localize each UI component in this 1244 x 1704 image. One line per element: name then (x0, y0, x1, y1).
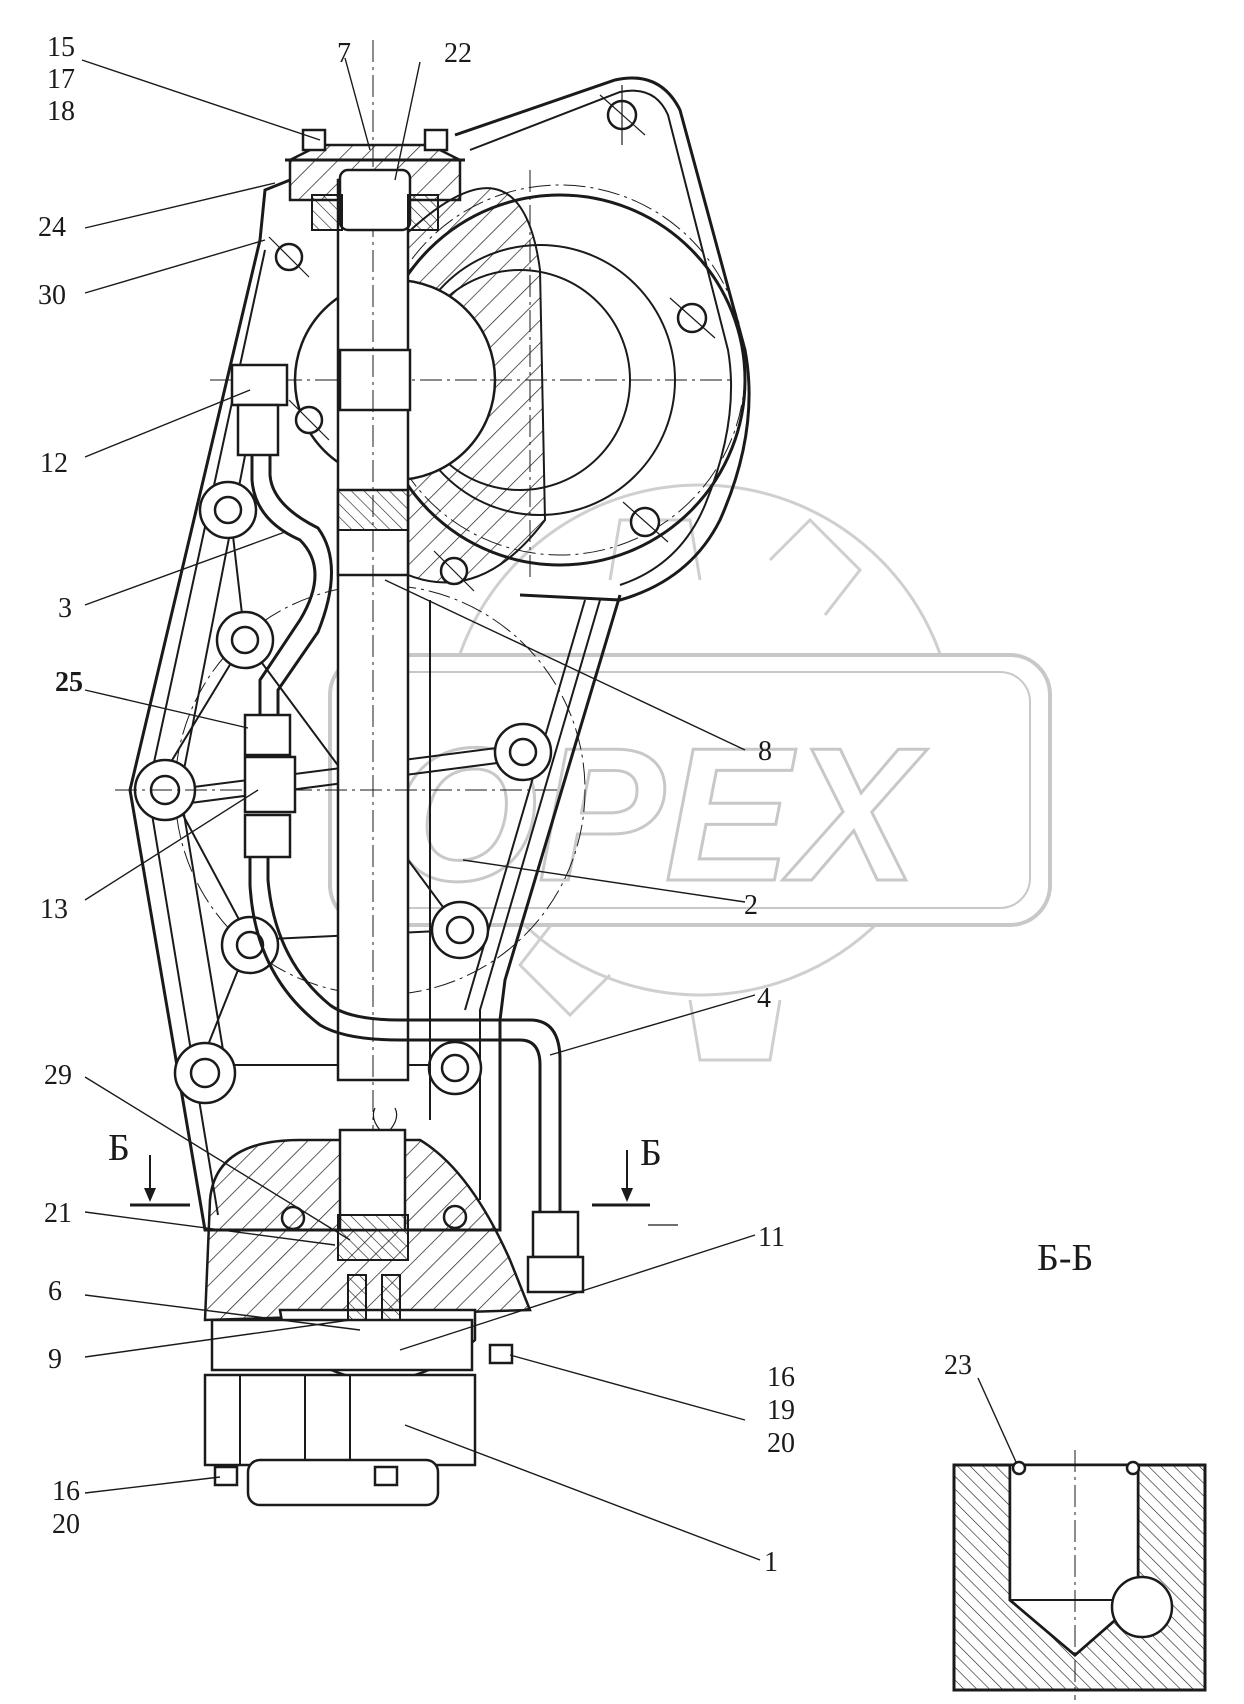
section-marker-label: Б (640, 1132, 662, 1174)
bolt-holes (133, 85, 716, 1231)
bolt-boss-icon (198, 480, 258, 540)
leader-lines (81, 57, 761, 1561)
callout-label-23: 23 (944, 1350, 972, 1381)
callout-label-16-19-20: 16 19 20 (767, 1362, 802, 1459)
callout-label-3: 3 (58, 593, 72, 624)
bolt-hole-icon (599, 85, 646, 145)
bolt-hole-icon (268, 236, 310, 278)
bolt-hole-icon (288, 399, 330, 441)
callout-label-11: 11 (758, 1222, 785, 1253)
section-view: Б-Б 23 (944, 1237, 1207, 1700)
section-title: Б-Б (1037, 1237, 1093, 1279)
callout-label-16-20: 16 20 (52, 1476, 87, 1540)
callout-label-9: 9 (48, 1344, 62, 1375)
bolt-boss-icon (430, 900, 490, 960)
lower-body (203, 1107, 532, 1507)
bolt-boss-icon (220, 915, 280, 975)
callout-label-25: 25 (55, 667, 83, 698)
bolt-hole-icon (669, 297, 716, 339)
bolt-boss-icon (173, 1041, 237, 1105)
bolt-hole-icon (622, 501, 669, 543)
callout-label-6: 6 (48, 1276, 62, 1307)
bolt-boss-icon (493, 722, 553, 782)
callout-label-15-17-18: 15 17 18 (47, 32, 82, 127)
callout-label-21: 21 (44, 1198, 72, 1229)
callout-label-2: 2 (744, 890, 758, 921)
top-cap (285, 128, 465, 232)
bolt-hole-icon (433, 550, 475, 592)
shaft (115, 40, 560, 1130)
section-marker-right: Б (592, 1132, 662, 1207)
callout-label-13: 13 (40, 894, 68, 925)
callout-label-12: 12 (40, 448, 68, 479)
watermark-text: OPEX (390, 709, 928, 921)
pipes (230, 363, 585, 1294)
section-marker-label: Б (108, 1127, 130, 1169)
callout-label-22: 22 (444, 38, 472, 69)
callout-labels: 15 17 18 7 22 24 30 12 3 25 8 13 2 4 29 … (38, 32, 802, 1578)
callout-label-4: 4 (757, 983, 771, 1014)
bolt-boss-icon (427, 1040, 483, 1096)
callout-label-24: 24 (38, 212, 66, 243)
callout-label-30: 30 (38, 280, 66, 311)
callout-label-1: 1 (764, 1547, 778, 1578)
callout-label-29: 29 (44, 1060, 72, 1091)
callout-label-7: 7 (337, 38, 351, 69)
bolt-boss-icon (215, 610, 275, 670)
callout-label-8: 8 (758, 736, 772, 767)
section-marker-left: Б (108, 1127, 190, 1207)
